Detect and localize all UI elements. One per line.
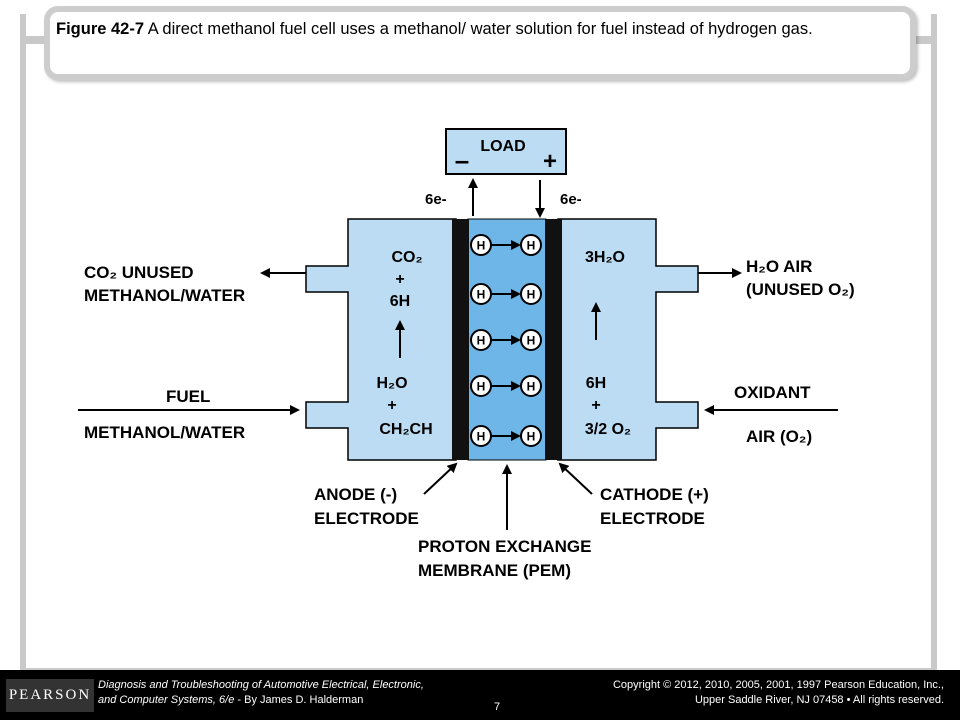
electrons-left-label: 6e- [425,191,447,208]
proton-symbol: H [527,239,536,253]
cathode-bottom-plus: + [591,397,600,414]
proton-circle [520,425,542,447]
fuel-cell-diagram: LOAD – + 6e- 6e- H H H H H H H H H H CO₂ + 6H H₂O… [78,128,855,580]
pem-label-line1: PROTON EXCHANGE [418,537,592,556]
figure-text: A direct methanol fuel cell uses a metha… [147,20,813,38]
book-author: - By James D. Halderman [234,694,364,706]
anode-label-line2: ELECTRODE [314,509,419,528]
proton-circle [470,425,492,447]
cathode-pointer-arrow [558,462,593,495]
proton-circle [520,375,542,397]
cathode-bottom-line2: 3/2 O₂ [585,421,631,438]
cathode-top-line1: 3H₂O [585,249,625,266]
anode-bottom-line1: H₂O [376,375,407,392]
proton-symbol: H [527,334,536,348]
anode-top-line2: 6H [390,293,410,310]
proton-symbol: H [527,430,536,444]
figure-label: Figure 42-7 [56,20,145,38]
pem-label-line2: MEMBRANE (PEM) [418,561,571,580]
load-plus: + [543,148,557,175]
proton-circle [520,283,542,305]
cathode-label-line2: ELECTRODE [600,509,705,528]
proton-circle [470,283,492,305]
footer-bar: PEARSON Diagnosis and Troubleshooting of… [0,670,960,720]
pearson-logo: PEARSON [6,679,94,712]
proton-circle [520,234,542,256]
proton-symbol: H [477,334,486,348]
cathode-label-line1: CATHODE (+) [600,485,709,504]
book-title-edition: and Computer Systems, 6/e [98,694,235,706]
load-label: LOAD [480,138,525,155]
proton-circle [470,375,492,397]
inlet-right-line1: OXIDANT [734,383,811,402]
outlet-left-line1: CO₂ UNUSED [84,263,194,282]
footer-book-info: Diagnosis and Troubleshooting of Automot… [98,678,498,708]
electrons-right-label: 6e- [560,191,582,208]
anode-bottom-line2: CH₂CH [379,421,432,438]
cathode-chamber [557,218,699,461]
proton-circle [470,234,492,256]
book-title-line2: and Computer Systems, 6/e - By James D. … [98,693,498,708]
outlet-left-line2: METHANOL/WATER [84,286,245,305]
proton-symbol: H [477,239,486,253]
footer-copyright: Copyright © 2012, 2010, 2005, 2001, 1997… [564,678,944,708]
anode-label-line1: ANODE (-) [314,485,397,504]
figure-caption: Figure 42-7 A direct methanol fuel cell … [56,18,906,40]
copyright-line1: Copyright © 2012, 2010, 2005, 2001, 1997… [612,679,944,691]
anode-bottom-plus: + [387,397,396,414]
page-number: 7 [494,701,501,713]
anode-top-line1: CO₂ [391,249,422,266]
inlet-left-line1: FUEL [166,387,210,406]
proton-rows: H H H H H H H H H H [470,234,542,447]
book-title-line1: Diagnosis and Troubleshooting of Automot… [98,679,424,691]
anode-top-plus: + [395,271,404,288]
cathode-electrode [545,219,562,460]
proton-symbol: H [477,430,486,444]
anode-electrode [452,219,469,460]
proton-circle [470,329,492,351]
load-box [445,128,567,175]
cathode-bottom-line1: 6H [586,375,606,392]
caption-box [44,6,916,80]
inlet-right-line2: AIR (O₂) [746,427,812,446]
anode-pointer-arrow [423,462,458,495]
copyright-line2: Upper Saddle River, NJ 07458 • All right… [694,694,944,706]
outlet-right-line1: H₂O AIR [746,257,812,276]
proton-symbol: H [527,380,536,394]
proton-symbol: H [477,288,486,302]
outlet-right-line2: (UNUSED O₂) [746,280,855,299]
inlet-left-line2: METHANOL/WATER [84,423,245,442]
proton-symbol: H [527,288,536,302]
load-minus: – [455,145,469,175]
proton-circle [520,329,542,351]
proton-symbol: H [477,380,486,394]
